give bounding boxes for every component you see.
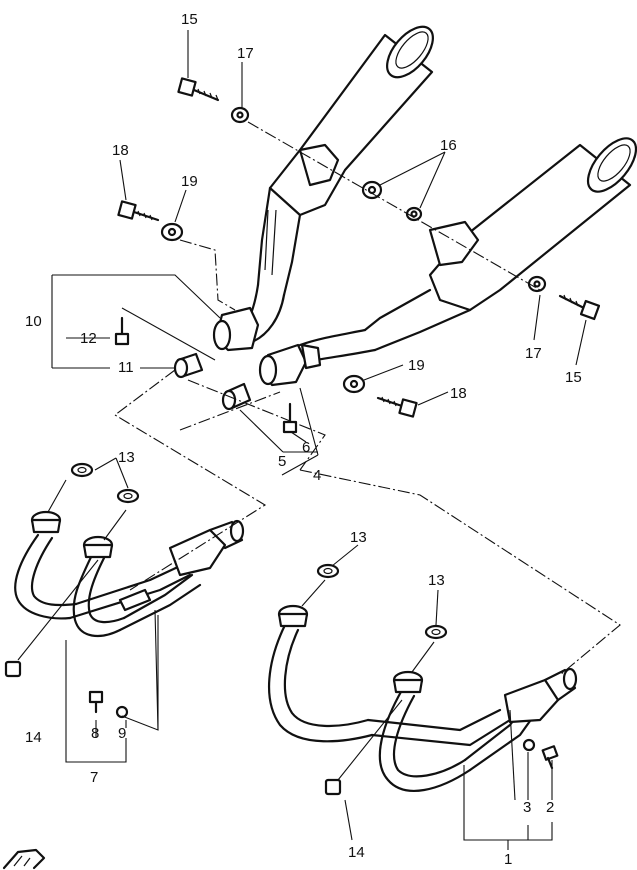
callout-18-right: 18: [450, 385, 467, 402]
callout-14-left: 14: [25, 729, 42, 746]
callout-19-left: 19: [181, 173, 198, 190]
hardware-top: [114, 77, 601, 434]
callout-10: 10: [25, 313, 42, 330]
callout-4: 4: [313, 467, 321, 484]
callout-19-right: 19: [408, 357, 425, 374]
callout-3: 3: [523, 799, 531, 816]
exhaust-pipe-left: [4, 462, 245, 719]
muffler-left: [212, 25, 434, 352]
callout-11: 11: [118, 359, 134, 376]
callout-13-upper-right: 13: [350, 529, 367, 546]
callout-17-right: 17: [525, 345, 542, 362]
callout-15-left: 15: [181, 11, 198, 28]
callout-2: 2: [546, 799, 554, 816]
callout-18-left: 18: [112, 142, 129, 159]
leader-lines: [17, 30, 587, 850]
callout-9: 9: [118, 725, 126, 742]
corner-logo-icon: [2, 848, 46, 870]
callout-6: 6: [302, 439, 310, 456]
callout-13-upper-left: 13: [118, 449, 135, 466]
muffler-right: [258, 137, 637, 387]
callout-numbers: 15 17 18 19 16 10 12 11 17 15 19 18 5 6 …: [25, 11, 582, 868]
exhaust-pipe-right: [268, 563, 578, 796]
callout-8: 8: [91, 725, 99, 742]
callout-14-right: 14: [348, 844, 365, 861]
callout-16: 16: [440, 137, 457, 154]
callout-17-left: 17: [237, 45, 254, 62]
callout-12: 12: [80, 330, 97, 347]
callout-1: 1: [504, 851, 512, 868]
alignment-lines: [114, 121, 621, 676]
callout-15-right: 15: [565, 369, 582, 386]
callout-13-lower-right: 13: [428, 572, 445, 589]
callout-7: 7: [90, 769, 98, 786]
callout-5: 5: [278, 453, 286, 470]
